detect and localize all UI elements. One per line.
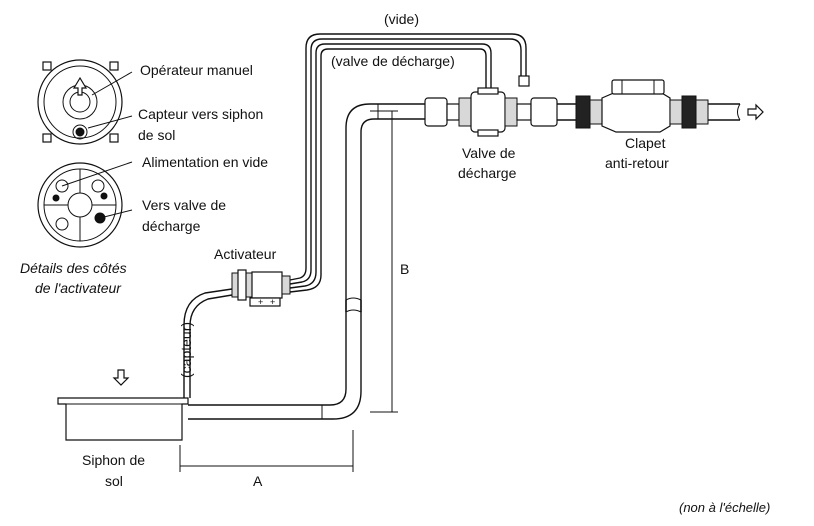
activator-side-detail-top [37,59,133,145]
main-drain-pipe [188,103,425,420]
svg-text:+: + [258,297,263,307]
label-siphon-2: sol [105,473,123,489]
final-outlet-pipe [708,103,764,121]
dimension-a [179,430,354,472]
label-valve-1: Valve de [462,145,516,161]
svg-text:+: + [270,297,275,307]
label-vide: (vide) [384,11,419,27]
label-details-1: Détails des côtés [20,260,127,276]
floor-sump [57,369,189,441]
label-clapet-2: anti-retour [605,155,669,171]
inlet-arrow-icon [112,369,130,386]
dimension-b [370,110,398,413]
label-not-to-scale: (non à l'échelle) [679,500,770,515]
outlet-pipe-section [557,103,576,121]
label-valve-decharge-tube: (valve de décharge) [331,53,455,69]
label-clapet-1: Clapet [625,135,666,151]
control-tubes [289,33,530,293]
label-dim-b: B [400,261,409,277]
label-capteur: (capteur) [178,322,194,378]
label-vers-valve-2: décharge [142,218,201,234]
label-details-2: de l'activateur [35,280,122,296]
discharge-valve [424,87,558,137]
label-capteur-siphon-1: Capteur vers siphon [138,106,263,122]
activator: + + [231,269,291,307]
label-alimentation-vide: Alimentation en vide [142,154,268,170]
label-operateur-manuel: Opérateur manuel [140,62,253,78]
label-vers-valve-1: Vers valve de [142,197,226,213]
sensor-tube [183,288,233,398]
label-siphon-1: Siphon de [82,452,145,468]
label-capteur-siphon-2: de sol [138,127,175,143]
label-dim-a: A [253,473,263,489]
flow-arrow-icon [747,103,764,121]
activator-side-detail-bottom [37,161,133,248]
label-valve-2: décharge [458,165,517,181]
check-valve [575,79,709,133]
label-activateur: Activateur [214,246,277,262]
